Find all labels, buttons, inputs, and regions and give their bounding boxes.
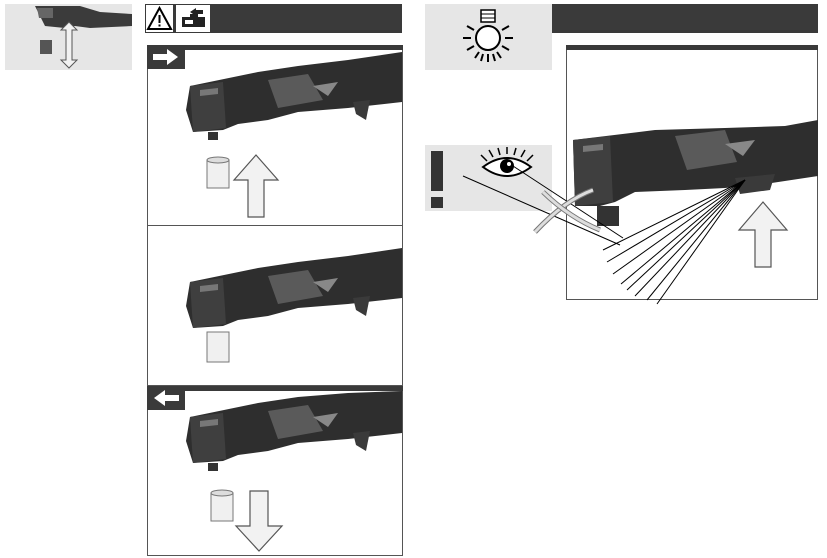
warning-triangle-icon (146, 5, 173, 32)
remove-battery-icon (176, 5, 210, 32)
light-bulb-box (425, 4, 552, 70)
tool-illustration-insert (186, 52, 402, 218)
panel-led-topbar (566, 45, 818, 50)
light-bulb-icon (463, 9, 513, 62)
tool-illustration-led (462, 120, 818, 305)
panel-insert-topbar (147, 45, 403, 50)
arrow-right-icon (147, 45, 185, 69)
tool-illustration-installed (186, 248, 402, 363)
socket-up-down-icon (35, 6, 132, 69)
panel-remove-topbar (147, 386, 403, 391)
panel-divider (150, 225, 400, 226)
exclamation-icon (431, 151, 443, 208)
arrow-left-icon (147, 386, 185, 410)
right-header-bar (552, 4, 818, 33)
tool-illustration-remove (186, 391, 402, 552)
eye-icon (480, 147, 534, 177)
thumbnail-socket-attach (5, 4, 132, 70)
